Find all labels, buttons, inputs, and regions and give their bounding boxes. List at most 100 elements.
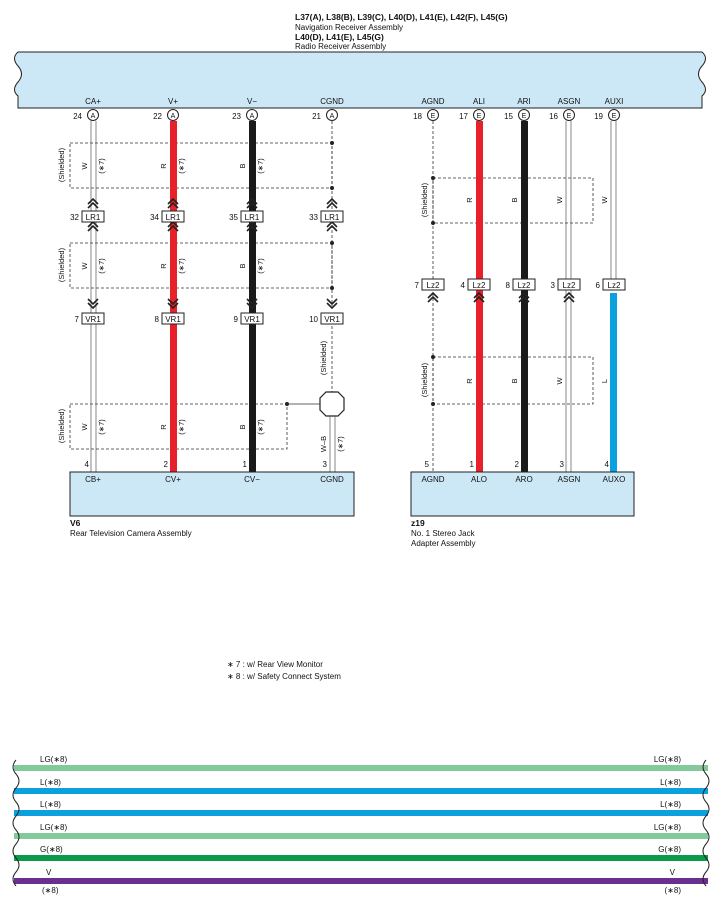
pin-number: 5: [425, 460, 430, 469]
pin-name: ALI: [473, 97, 485, 106]
note-8-text: ∗ 8 : w/ Safety Connect System: [227, 672, 341, 681]
lz2-connectors: 7 Lz2 4 Lz2 8 Lz2 3 Lz2 6 Lz2: [415, 278, 626, 291]
lz2-label: Lz2: [608, 281, 621, 290]
lz2-label: Lz2: [473, 281, 486, 290]
pin-number: 17: [459, 112, 468, 121]
wire-sublabel-right: (∗8): [665, 886, 682, 895]
pin-number: 4: [605, 460, 610, 469]
shield-dots: [285, 141, 435, 406]
pin-connector: E: [431, 113, 436, 120]
wire-label-left: L(∗8): [40, 778, 61, 787]
vr1-cg: 10 VR1: [309, 312, 344, 325]
pin-name: ASGN: [558, 97, 581, 106]
z19-box: [410, 471, 635, 517]
color-code-l: L: [600, 379, 609, 383]
bottom-wire-5: G(∗8) G(∗8): [14, 845, 708, 861]
color-code-b: B: [510, 197, 519, 202]
wire-label-right: V: [670, 868, 676, 877]
pin-name: AGND: [421, 475, 444, 484]
color-code-w: W: [555, 196, 564, 204]
z19-name-line1: No. 1 Stereo Jack: [411, 529, 476, 538]
pin-number: 24: [73, 112, 82, 121]
pin-name: AGND: [421, 97, 444, 106]
pin-number: 1: [243, 460, 248, 469]
lz2-pin: 4: [461, 281, 466, 290]
lr1-cg: 33 LR1: [309, 210, 344, 223]
vr1-vm: 9 VR1: [234, 312, 264, 325]
pin-number: 16: [549, 112, 558, 121]
pin-number: 18: [413, 112, 422, 121]
lr1-vm: 35 LR1: [229, 210, 264, 223]
bottom-wire-4: LG(∗8) LG(∗8): [14, 823, 708, 839]
lz2-ali: 4 Lz2: [461, 278, 491, 291]
receiver-title: L37(A), L38(B), L39(C), L40(D), L41(E), …: [295, 12, 508, 22]
pin-number: 2: [515, 460, 520, 469]
receiver-pin-cgnd: CGND 21 A: [312, 97, 344, 121]
lz2-label: Lz2: [563, 281, 576, 290]
radio-title: L40(D), L41(E), L45(G): [295, 32, 384, 42]
pin-name: ALO: [471, 475, 487, 484]
lr1-pin: 34: [150, 213, 159, 222]
wire-label-right: LG(∗8): [654, 823, 681, 832]
color-code-r: R: [159, 424, 168, 430]
color-code-b: B: [510, 378, 519, 383]
bottom-wire-6: V V (∗8) (∗8): [14, 868, 708, 895]
receiver-pin-ali: ALI 17 E: [459, 97, 485, 121]
receiver-pin-agnd: AGND 18 E: [413, 97, 445, 121]
pin-name: ARI: [517, 97, 530, 106]
left-color-labels: W (∗7) R (∗7) B (∗7) W (∗7) R (∗7) B (∗7…: [80, 158, 345, 452]
shield-box-3: [69, 403, 288, 450]
note-7: (∗7): [177, 158, 186, 174]
shielded-label-2: (Shielded): [57, 247, 66, 282]
receiver-pin-vm: V− 23 A: [232, 97, 258, 121]
pin-name: AUXO: [603, 475, 626, 484]
ground-ring: [319, 391, 345, 417]
pin-number: 23: [232, 112, 241, 121]
vr1-v: 8 VR1: [155, 312, 185, 325]
vr1-pin: 9: [234, 315, 239, 324]
receiver-pin-asgn: ASGN 16 E: [549, 97, 581, 121]
pin-number: 3: [560, 460, 565, 469]
note-7-text: ∗ 7 : w/ Rear View Monitor: [227, 660, 323, 669]
pin-name: CGND: [320, 97, 344, 106]
z19-name-line2: Adapter Assembly: [411, 539, 475, 548]
pin-number: 15: [504, 112, 513, 121]
receiver-pin-v: V+ 22 A: [153, 97, 179, 121]
note-7: (∗7): [97, 419, 106, 435]
cgnd-dashed-lines: [331, 121, 434, 472]
lz2-label: Lz2: [518, 281, 531, 290]
color-code-r: R: [159, 163, 168, 169]
lr1-pin: 32: [70, 213, 79, 222]
color-code-b: B: [238, 163, 247, 168]
wire-label-left: LG(∗8): [40, 823, 67, 832]
break-edge-left: [12, 759, 20, 887]
wire-label-right: G(∗8): [658, 845, 681, 854]
wire-label-left: L(∗8): [40, 800, 61, 809]
lz2-auxi: 6 Lz2: [596, 278, 626, 291]
lr1-label: LR1: [86, 213, 101, 222]
wire-label-right: LG(∗8): [654, 755, 681, 764]
pin-name: CGND: [320, 475, 344, 484]
bottom-wire-2: L(∗8) L(∗8): [14, 778, 708, 794]
vr1-pin: 10: [309, 315, 318, 324]
left-wire-group: [90, 121, 336, 472]
pin-name: CA+: [85, 97, 101, 106]
color-code-r: R: [465, 378, 474, 384]
pin-connector: E: [477, 113, 482, 120]
pin-name: V−: [247, 97, 257, 106]
pin-number: 4: [85, 460, 90, 469]
lr1-pin: 33: [309, 213, 318, 222]
receiver-pin-ari: ARI 15 E: [504, 97, 531, 121]
vr1-connectors: 7 VR1 8 VR1 9 VR1 10 VR1: [75, 312, 344, 325]
vr1-label: VR1: [244, 315, 260, 324]
shield-box-2: [69, 242, 333, 289]
wire-auxi-white: [610, 121, 617, 286]
lz2-label: Lz2: [427, 281, 440, 290]
color-code-r: R: [159, 263, 168, 269]
v6-box: [69, 471, 355, 517]
color-code-wb: W–B: [319, 436, 328, 452]
color-code-b: B: [238, 263, 247, 268]
shielded-label-5: (Shielded): [420, 362, 429, 397]
pin-number: 3: [323, 460, 328, 469]
v6-code: V6: [70, 518, 81, 528]
